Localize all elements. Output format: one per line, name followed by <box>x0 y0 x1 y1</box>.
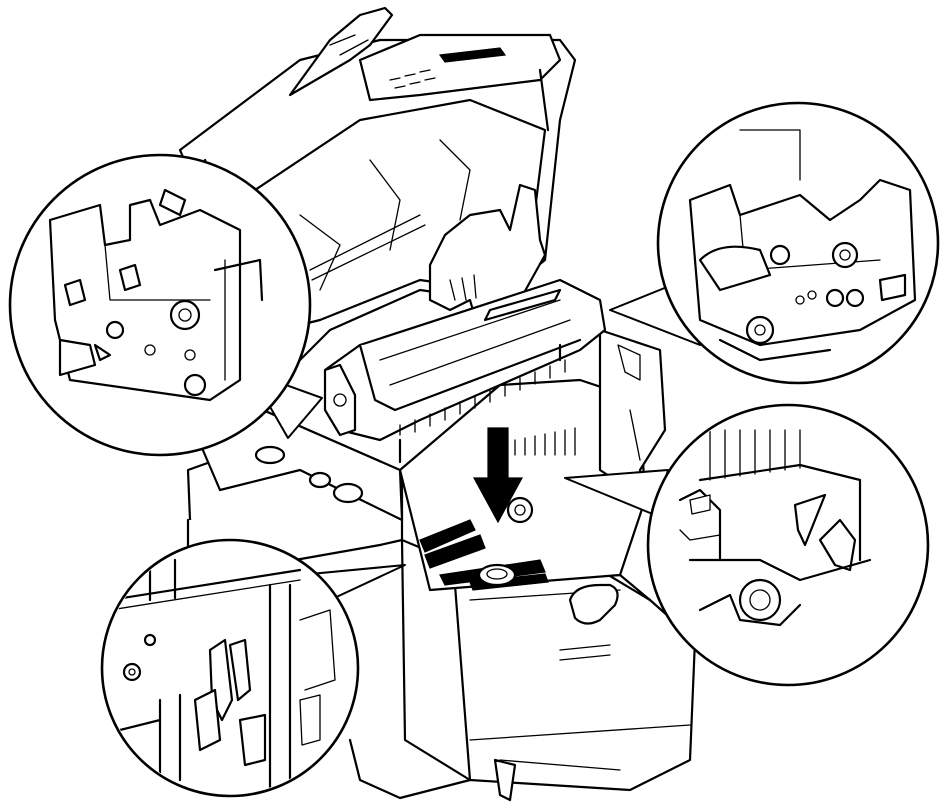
down-arrow-icon <box>472 427 524 524</box>
paper-rollers <box>419 519 549 591</box>
detail-left-top <box>8 153 312 457</box>
printer-body <box>186 328 697 802</box>
control-panel-keys <box>389 47 507 89</box>
detail-right-bottom <box>646 403 930 687</box>
detail-right-top <box>656 101 940 385</box>
detail-left-bottom <box>100 538 360 798</box>
drum-cartridge <box>323 278 607 464</box>
